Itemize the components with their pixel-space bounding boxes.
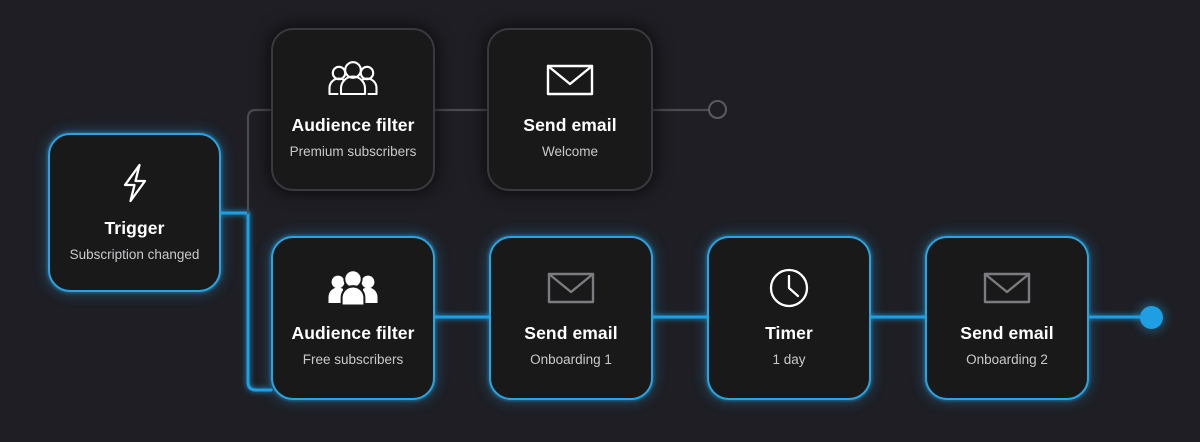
node-title: Send email: [524, 323, 618, 344]
envelope-icon: [983, 265, 1031, 311]
lightning-bolt-icon: [118, 160, 152, 206]
node-title: Timer: [765, 323, 813, 344]
node-audience-filter-free[interactable]: Audience filter Free subscribers: [271, 236, 435, 400]
node-subtitle: Subscription changed: [69, 246, 200, 262]
node-subtitle: Onboarding 2: [966, 352, 1048, 368]
node-title: Trigger: [104, 217, 165, 238]
node-title: Send email: [960, 323, 1054, 344]
node-subtitle: Onboarding 1: [530, 352, 612, 368]
node-send-email-onboarding-1[interactable]: Send email Onboarding 1: [489, 236, 653, 400]
node-title: Send email: [523, 114, 617, 135]
node-subtitle: Premium subscribers: [289, 143, 417, 159]
envelope-icon: [546, 57, 594, 103]
wire-split-down: [246, 211, 273, 392]
node-audience-filter-premium[interactable]: Audience filter Premium subscribers: [271, 28, 435, 191]
node-subtitle: Welcome: [541, 143, 599, 159]
wire-split-up: [246, 108, 273, 215]
node-send-email-onboarding-2[interactable]: Send email Onboarding 2: [925, 236, 1089, 400]
people-group-outline-icon: [326, 57, 380, 103]
node-subtitle: Free subscribers: [302, 352, 404, 368]
node-title: Audience filter: [291, 114, 415, 135]
node-trigger[interactable]: Trigger Subscription changed: [48, 133, 221, 292]
people-group-filled-icon: [326, 265, 380, 311]
node-send-email-welcome[interactable]: Send email Welcome: [487, 28, 653, 191]
node-title: Audience filter: [291, 323, 415, 344]
node-subtitle: 1 day: [772, 352, 806, 368]
envelope-icon: [547, 265, 595, 311]
branch-end-premium-marker[interactable]: [708, 100, 727, 119]
node-timer[interactable]: Timer 1 day: [707, 236, 871, 400]
clock-icon: [767, 265, 811, 311]
branch-end-free-marker[interactable]: [1140, 306, 1163, 329]
